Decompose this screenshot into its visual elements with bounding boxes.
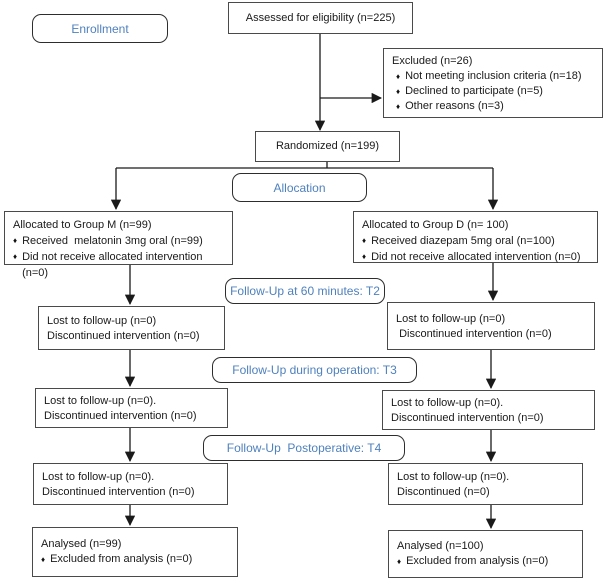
excluded-bullet-item: ♦ Declined to participate (n=5) bbox=[392, 84, 598, 99]
group-m-bullet-text: Received melatonin 3mg oral (n=99) bbox=[22, 235, 203, 247]
randomized-box: Randomized (n=199) bbox=[255, 131, 400, 162]
group-d-allocation-box: Allocated to Group D (n= 100) ♦ Received… bbox=[353, 211, 598, 263]
group-m-bullet-item: ♦ Did not receive allocated intervention… bbox=[13, 249, 228, 281]
group-m-allocation-box: Allocated to Group M (n=99) ♦ Received m… bbox=[4, 211, 233, 279]
group-d-bullet-item: ♦ Did not receive allocated intervention… bbox=[362, 249, 593, 265]
excluded-bullet-item: ♦ Other reasons (n=3) bbox=[392, 99, 598, 114]
bullet-diamond-icon: ♦ bbox=[13, 252, 18, 261]
excluded-title: Excluded (n=26) bbox=[392, 55, 473, 67]
excluded-bullet-item: ♦ Not meeting inclusion criteria (n=18) bbox=[392, 69, 598, 84]
t4-stage-label: Follow-Up Postoperative: T4 bbox=[203, 435, 405, 461]
allocation-stage-label: Allocation bbox=[232, 173, 367, 202]
followup-line: Lost to follow-up (n=0). bbox=[391, 397, 504, 409]
group-d-bullet-item: ♦ Received diazepam 5mg oral (n=100) bbox=[362, 233, 593, 249]
t2-stage-text: Follow-Up at 60 minutes: T2 bbox=[230, 284, 380, 298]
enrollment-stage-text: Enrollment bbox=[71, 21, 129, 36]
followup-line: Discontinued intervention (n=0) bbox=[391, 412, 544, 424]
group-m-bullet-text: Did not receive allocated intervention (… bbox=[22, 251, 206, 279]
followup-line: Lost to follow-up (n=0). bbox=[42, 471, 155, 483]
group-m-title: Allocated to Group M (n=99) bbox=[13, 219, 152, 231]
followup-line: Lost to follow-up (n=0). bbox=[44, 395, 157, 407]
followup-line: Lost to follow-up (n=0) bbox=[396, 313, 506, 325]
bullet-diamond-icon: ♦ bbox=[396, 87, 401, 96]
analysed-right-box: Analysed (n=100) ♦ Excluded from analysi… bbox=[388, 530, 583, 578]
followup-line: Lost to follow-up (n=0) bbox=[47, 315, 157, 327]
group-d-bullet-text: Did not receive allocated intervention (… bbox=[371, 251, 581, 263]
followup-line: Discontinued (n=0) bbox=[397, 486, 490, 498]
bullet-diamond-icon: ♦ bbox=[362, 236, 367, 245]
followup-line: Discontinued intervention (n=0) bbox=[42, 486, 195, 498]
enrollment-stage-label: Enrollment bbox=[32, 14, 168, 43]
bullet-diamond-icon: ♦ bbox=[396, 72, 401, 81]
t3-stage-label: Follow-Up during operation: T3 bbox=[212, 357, 417, 383]
randomized-text: Randomized (n=199) bbox=[275, 140, 380, 152]
t4-stage-text: Follow-Up Postoperative: T4 bbox=[226, 441, 382, 455]
bullet-diamond-icon: ♦ bbox=[397, 557, 402, 566]
t3-left-followup-box: Lost to follow-up (n=0). Discontinued in… bbox=[35, 388, 228, 428]
bullet-diamond-icon: ♦ bbox=[396, 102, 401, 111]
excluded-box: Excluded (n=26) ♦ Not meeting inclusion … bbox=[383, 48, 603, 118]
analysed-title: Analysed (n=100) bbox=[397, 540, 484, 552]
t4-right-followup-box: Lost to follow-up (n=0). Discontinued (n… bbox=[388, 463, 583, 505]
excluded-bullet-text: Other reasons (n=3) bbox=[405, 100, 504, 112]
group-m-bullet-item: ♦ Received melatonin 3mg oral (n=99) bbox=[13, 233, 228, 249]
followup-line: Discontinued intervention (n=0) bbox=[396, 328, 552, 340]
t2-stage-label: Follow-Up at 60 minutes: T2 bbox=[225, 278, 385, 304]
followup-line: Discontinued intervention (n=0) bbox=[44, 410, 197, 422]
followup-line: Lost to follow-up (n=0). bbox=[397, 471, 510, 483]
excluded-bullet-text: Not meeting inclusion criteria (n=18) bbox=[405, 70, 582, 82]
assessed-box: Assessed for eligibility (n=225) bbox=[228, 2, 413, 34]
t3-right-followup-box: Lost to follow-up (n=0). Discontinued in… bbox=[382, 390, 595, 430]
analysed-bullet-text: Excluded from analysis (n=0) bbox=[50, 553, 193, 565]
followup-line: Discontinued intervention (n=0) bbox=[47, 330, 200, 342]
allocation-stage-text: Allocation bbox=[273, 180, 326, 195]
bullet-diamond-icon: ♦ bbox=[362, 252, 367, 261]
bullet-diamond-icon: ♦ bbox=[41, 555, 46, 564]
t2-right-followup-box: Lost to follow-up (n=0) Discontinued int… bbox=[387, 302, 595, 350]
assessed-text: Assessed for eligibility (n=225) bbox=[245, 11, 396, 24]
excluded-bullet-text: Declined to participate (n=5) bbox=[405, 85, 543, 97]
analysed-title: Analysed (n=99) bbox=[41, 538, 122, 550]
t3-stage-text: Follow-Up during operation: T3 bbox=[232, 363, 397, 377]
group-d-title: Allocated to Group D (n= 100) bbox=[362, 219, 509, 231]
group-d-bullet-text: Received diazepam 5mg oral (n=100) bbox=[371, 235, 555, 247]
analysed-bullet-text: Excluded from analysis (n=0) bbox=[406, 555, 549, 567]
analysed-left-box: Analysed (n=99) ♦ Excluded from analysis… bbox=[32, 527, 238, 577]
t4-left-followup-box: Lost to follow-up (n=0). Discontinued in… bbox=[33, 463, 228, 505]
analysed-bullet-item: ♦ Excluded from analysis (n=0) bbox=[397, 554, 578, 569]
bullet-diamond-icon: ♦ bbox=[13, 236, 18, 245]
analysed-bullet-item: ♦ Excluded from analysis (n=0) bbox=[41, 552, 233, 567]
t2-left-followup-box: Lost to follow-up (n=0) Discontinued int… bbox=[38, 306, 225, 350]
